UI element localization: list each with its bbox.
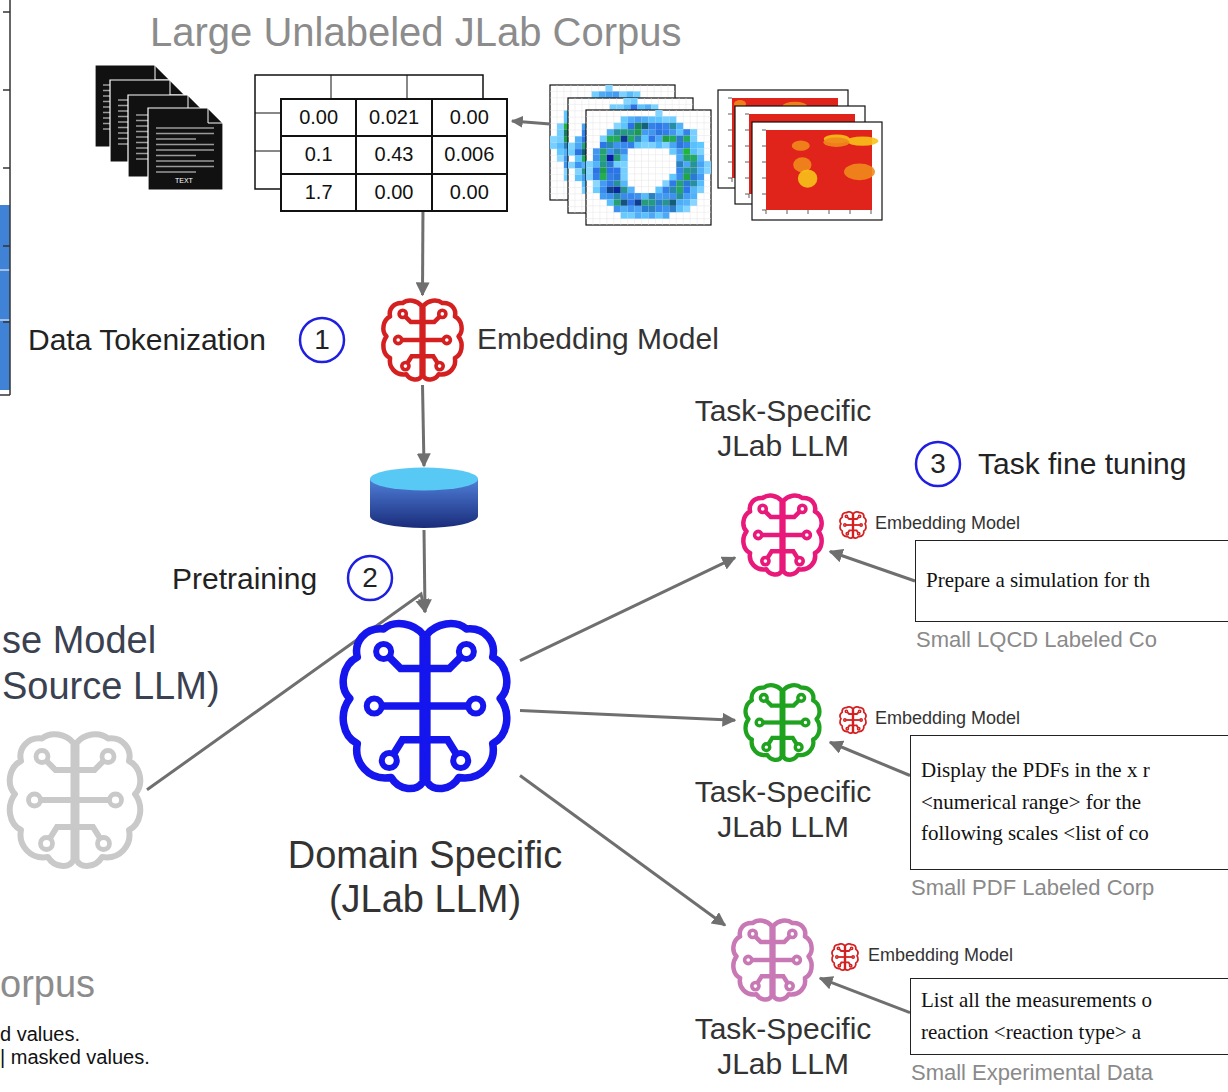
brain-outline bbox=[725, 915, 820, 1005]
brain-outline bbox=[375, 295, 470, 385]
flow-arrow bbox=[830, 551, 915, 581]
flow-arrow bbox=[424, 530, 425, 612]
step-label: Pretraining bbox=[172, 561, 317, 597]
embedding-icon bbox=[838, 705, 868, 735]
image-arrow bbox=[512, 121, 550, 124]
table-cell: 1.7 bbox=[281, 174, 356, 211]
document-label: TEXT bbox=[175, 177, 193, 185]
callout-number: 3 bbox=[918, 444, 958, 484]
table-cell: 0.00 bbox=[432, 174, 507, 211]
cropped-chart bbox=[0, 0, 10, 395]
corpus-caption: Small LQCD Labeled Co bbox=[916, 627, 1157, 653]
task-llm-icon: Task-Specific JLab LLMEmbedding Model bbox=[725, 915, 820, 1005]
brain-outline bbox=[735, 680, 830, 765]
flow-arrow bbox=[520, 558, 735, 661]
prompt-box: Prepare a simulation for thSmall LQCD La… bbox=[915, 540, 1228, 622]
callout-number: 2 bbox=[350, 558, 390, 598]
embedding-icon bbox=[830, 942, 860, 972]
brain-outline bbox=[0, 715, 150, 885]
node-label: Task-Specific JLab LLM bbox=[673, 1012, 893, 1081]
task-llm-icon: Task-Specific JLab LLMEmbedding Model bbox=[735, 490, 830, 580]
flow-arrow bbox=[423, 385, 425, 466]
flow-arrow bbox=[830, 742, 910, 775]
node-label: Task-Specific JLab LLM bbox=[673, 775, 893, 844]
table-cell: 0.00 bbox=[281, 99, 356, 136]
prompt-text: Display the PDFs in the x r <numerical r… bbox=[921, 755, 1216, 850]
table-cell: 0.1 bbox=[281, 136, 356, 173]
prompt-box: Display the PDFs in the x r <numerical r… bbox=[910, 735, 1228, 870]
brain-outline bbox=[735, 490, 830, 580]
embedding-label: Embedding Model bbox=[868, 945, 1013, 967]
cylinder-outline bbox=[368, 466, 480, 530]
step-label: Data Tokenization bbox=[28, 322, 266, 358]
node-label: Task-Specific JLab LLM bbox=[673, 394, 893, 463]
brain-outline bbox=[830, 942, 860, 972]
field-images bbox=[718, 90, 882, 220]
table-cell: 0.43 bbox=[356, 136, 431, 173]
brain-outline bbox=[838, 510, 868, 540]
prompt-text: List all the measurements o reaction <re… bbox=[921, 985, 1216, 1048]
callout-circle bbox=[348, 556, 392, 600]
data-table: 0.000.0210.000.10.430.0061.70.000.00 bbox=[280, 98, 508, 212]
flow-arrow bbox=[421, 212, 424, 295]
prompt-text: Prepare a simulation for th bbox=[926, 565, 1221, 597]
embedding-label: Embedding Model bbox=[875, 513, 1020, 535]
text-documents bbox=[95, 65, 223, 190]
table-cell: 0.00 bbox=[432, 99, 507, 136]
node-label: Domain Specific (JLab LLM) bbox=[270, 834, 580, 921]
brain-outline bbox=[838, 705, 868, 735]
node-label: se Model Source LLM) bbox=[2, 618, 237, 709]
corpus-heading: Large Unlabeled JLab Corpus bbox=[150, 8, 681, 56]
cropped-heading: orpus bbox=[0, 962, 95, 1008]
step-label: Task fine tuning bbox=[978, 446, 1186, 482]
brain-outline bbox=[330, 612, 520, 800]
callout-circle bbox=[916, 442, 960, 486]
corpus-caption: Small PDF Labeled Corp bbox=[911, 875, 1154, 901]
flow-arrow bbox=[520, 710, 735, 720]
embedding-label: Embedding Model bbox=[875, 708, 1020, 730]
callout-number: 1 bbox=[302, 320, 342, 360]
table-cell: 0.006 bbox=[432, 136, 507, 173]
cropped-note: d values. bbox=[0, 1022, 80, 1046]
embedding-model-icon: Embedding Model bbox=[375, 295, 470, 385]
database-cylinder bbox=[368, 466, 480, 530]
cropped-note: | masked values. bbox=[0, 1045, 150, 1069]
heatmap-images bbox=[550, 85, 711, 225]
flow-arrow bbox=[820, 978, 910, 1012]
domain-llm-icon: Domain Specific (JLab LLM) bbox=[330, 612, 520, 800]
task-llm-icon: Task-Specific JLab LLMEmbedding Model bbox=[735, 680, 830, 765]
prompt-box: List all the measurements o reaction <re… bbox=[910, 978, 1228, 1055]
corpus-caption: Small Experimental Data bbox=[911, 1060, 1153, 1086]
callout-circle bbox=[300, 318, 344, 362]
node-label: Embedding Model bbox=[477, 321, 719, 357]
embedding-icon bbox=[838, 510, 868, 540]
base-model-icon: se Model Source LLM) bbox=[0, 715, 150, 885]
table-cell: 0.00 bbox=[356, 174, 431, 211]
table-cell: 0.021 bbox=[356, 99, 431, 136]
